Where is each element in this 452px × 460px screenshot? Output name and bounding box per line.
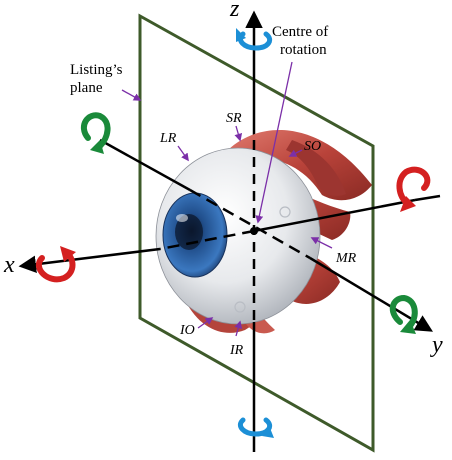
label-io: IO	[179, 323, 195, 338]
axis-label-x: x	[3, 252, 15, 278]
centre-label-line1: Centre of	[272, 24, 328, 40]
pointer-io	[197, 317, 214, 329]
label-so: SO	[304, 139, 321, 154]
label-mr: MR	[335, 251, 357, 266]
rotation-arrow-icon-blue-top	[236, 28, 273, 51]
label-sr: SR	[226, 111, 242, 126]
listing-label-line2: plane	[70, 80, 103, 96]
rotation-arrow-icon-green-left	[80, 112, 111, 154]
listing-label-line1: Listing’s	[70, 62, 123, 78]
centre-label-line2: rotation	[280, 42, 327, 58]
x-axis-back	[253, 198, 416, 233]
pointer-sr	[234, 125, 243, 142]
eyeball	[155, 130, 372, 334]
rotation-arrow-icon-green-right	[389, 294, 418, 334]
rotation-arrow-icon-red-y	[396, 166, 431, 212]
pointer-centre	[255, 61, 293, 224]
pointer-mr	[310, 237, 333, 249]
pointer-listing	[121, 89, 142, 101]
y-axis-front	[309, 256, 434, 332]
y-axis-back	[99, 138, 191, 192]
listings-plane	[138, 13, 375, 453]
pointer-ir	[234, 320, 243, 337]
x-axis-front	[159, 229, 255, 251]
y-axis-inside	[189, 188, 311, 260]
centre-of-rotation-point	[250, 227, 258, 235]
label-ir: IR	[229, 343, 244, 358]
axis-label-z: z	[229, 0, 240, 22]
rotation-arrow-icon-red-x	[35, 246, 76, 283]
pointer-lr	[177, 145, 189, 162]
axis-label-y: y	[430, 332, 443, 358]
rotation-arrow-icon-blue-bottom	[237, 417, 274, 438]
pointer-so	[288, 149, 303, 157]
label-lr: LR	[159, 131, 177, 146]
x-axis-tip	[18, 247, 161, 273]
